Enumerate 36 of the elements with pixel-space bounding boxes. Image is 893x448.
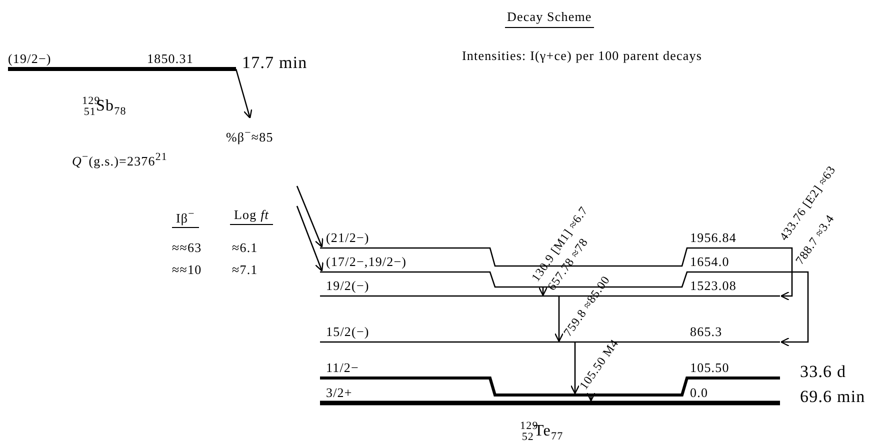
spin-parity-label: 15/2(−)	[326, 324, 370, 339]
column-header: Iβ$^{−}$	[172, 207, 199, 228]
energy-label: 1523.08	[690, 278, 736, 293]
q-value-label: Q$^{−}$(g.s.)=2376$^{21}$	[72, 150, 168, 168]
intensity-value: ≈≈10	[172, 262, 202, 277]
energy-label: 0.0	[690, 385, 708, 400]
gamma-transition-arrow	[780, 271, 809, 347]
gamma-transition-arrow	[586, 392, 596, 402]
half-life-label: 33.6 d	[800, 364, 846, 379]
intensity-note: Intensities: I(γ+ce) per 100 parent decays	[460, 47, 704, 65]
gamma-transition-arrow	[570, 342, 580, 394]
gamma-transition-arrow	[780, 247, 793, 301]
spin-parity-label: 11/2−	[326, 360, 359, 375]
spin-parity-label: (17/2−,19/2−)	[326, 254, 407, 269]
diagram-title: Decay Scheme	[505, 9, 594, 28]
spin-parity-label: 3/2+	[326, 385, 352, 400]
energy-label: 1850.31	[147, 51, 194, 66]
beta-decay-arrow	[235, 68, 252, 119]
beta-decay-arrow	[296, 206, 324, 272]
energy-label: 865.3	[690, 324, 722, 339]
log-ft-value: ≈6.1	[232, 240, 258, 255]
energy-label: 105.50	[690, 360, 730, 375]
gamma-transition-arrow	[554, 296, 564, 342]
edge-label: %β$^{−}$≈85	[226, 126, 274, 144]
spin-parity-label: (21/2−)	[326, 230, 370, 245]
log-ft-value: ≈7.1	[232, 262, 258, 277]
intensity-value: ≈≈63	[172, 240, 202, 255]
spin-parity-label: 19/2(−)	[326, 278, 370, 293]
half-life-label: 17.7 min	[242, 55, 308, 70]
column-header: Log ft	[230, 207, 274, 225]
gamma-transition-arrow	[538, 286, 548, 296]
beta-decay-arrow	[296, 186, 324, 248]
energy-label: 1654.0	[690, 254, 730, 269]
half-life-label: 69.6 min	[800, 389, 866, 404]
spin-parity-label: (19/2−)	[8, 51, 52, 66]
energy-label: 1956.84	[690, 230, 736, 245]
